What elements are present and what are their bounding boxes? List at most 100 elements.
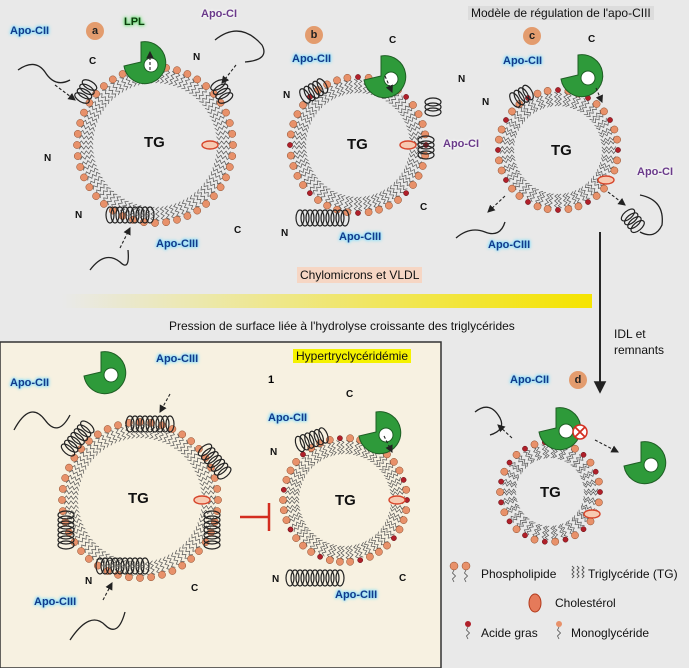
- particle-d: [496, 438, 603, 546]
- apo-ci-coil-c: [620, 208, 645, 234]
- lpl-label: LPL: [124, 16, 145, 28]
- step-1: 1: [268, 374, 275, 386]
- n-terminus-hyper-l: N: [85, 576, 93, 587]
- apo-ciii-coil-hl2: [60, 420, 95, 457]
- c-terminus-b3: C: [420, 202, 428, 213]
- lpl-release-arrow-d: [594, 439, 619, 453]
- step-d: d: [569, 371, 587, 389]
- lpl-enzyme-hyper: [83, 351, 127, 395]
- n-terminus-hyper-r1: N: [270, 447, 278, 458]
- apo-ciii-coil-hyper-r: [285, 569, 345, 587]
- legend-acide-gras: Acide gras: [481, 626, 538, 640]
- apo-ciii-arrow-c: [487, 195, 506, 213]
- n-terminus-a1: N: [193, 52, 201, 63]
- apo-ciii-arrow-hyper-bot: [102, 582, 113, 601]
- apo-cii-label-a: Apo-CII: [10, 25, 50, 37]
- idl-label-2: remnants: [614, 343, 665, 357]
- lpl-enzyme-hyper-r: [358, 411, 402, 455]
- c-terminus-c1: C: [588, 34, 596, 45]
- c-terminus-b1: C: [389, 35, 397, 46]
- n-terminus-hyper-r2: N: [272, 574, 280, 585]
- lpl-enzyme-d-released: [623, 441, 667, 485]
- legend-cholesterol: Cholestérol: [555, 596, 616, 610]
- apo-ci-arrow-c: [607, 191, 626, 206]
- tg-label-d: TG: [540, 484, 561, 501]
- tg-label-b: TG: [347, 136, 368, 153]
- c-terminus-a1: C: [89, 56, 97, 67]
- legend-triglyceride: Triglycéride (TG): [588, 567, 678, 581]
- lpl-enzyme-c: [560, 54, 604, 98]
- c-terminus-hyper-r2: C: [399, 573, 407, 584]
- n-terminus-a3: N: [75, 210, 83, 221]
- apo-ciii-label-a: Apo-CIII: [156, 238, 199, 250]
- apo-ciii-coil-hl3: [57, 510, 75, 550]
- legend-phospholipide: Phospholipide: [481, 567, 557, 581]
- pressure-gradient: [62, 294, 592, 308]
- apo-cii-coil-hyper-r: [294, 427, 329, 453]
- c-terminus-hyper-l: C: [191, 583, 199, 594]
- step-a: a: [86, 22, 104, 40]
- c-terminus-a3: C: [234, 225, 242, 236]
- apo-ciii-coil-hl5: [203, 510, 221, 550]
- legend-triglyceride-icon: [571, 565, 585, 579]
- particle-a: [73, 63, 237, 227]
- n-terminus-b3: N: [281, 228, 289, 239]
- apo-ciii-coil-hl1: [125, 415, 175, 433]
- apo-ciii-arrow-hyper-top: [159, 393, 171, 413]
- apo-ciii-coil-hl4: [197, 443, 232, 480]
- legend-monoglyceride-icon: [556, 621, 562, 640]
- apo-ciii-coil-hl6: [95, 557, 150, 575]
- apo-cii-label-d: Apo-CII: [510, 374, 550, 386]
- apo-cii-chain-hyper: [13, 411, 71, 431]
- lpl-arrow-c: [595, 87, 603, 104]
- hyper-label: Hypertryclycéridémie: [293, 349, 412, 363]
- apo-cii-coil-a: [74, 79, 98, 104]
- tg-label-c: TG: [551, 142, 572, 159]
- apo-ciii-coil-a: [105, 206, 155, 224]
- c-terminus-hyper-r1: C: [346, 389, 354, 400]
- apo-ciii-arrow-a: [119, 227, 131, 249]
- pressure-label: Pression de surface liée à l'hydrolyse c…: [169, 319, 515, 333]
- apo-cii-label-hyper-left: Apo-CII: [10, 377, 50, 389]
- hyper-panel: [0, 341, 442, 668]
- chylo-label: Chylomicrons et VLDL: [297, 267, 423, 283]
- apo-cii-label-hyper-right: Apo-CII: [268, 412, 308, 424]
- apo-ciii-chain-c: [455, 221, 506, 239]
- n-terminus-b1: N: [283, 90, 291, 101]
- apo-ciii-chain-a: [89, 249, 129, 271]
- inhibition-cross-mark: [574, 426, 586, 438]
- lpl-arrow-b: [384, 75, 393, 94]
- apo-ci-label-c: Apo-CI: [637, 166, 674, 178]
- lpl-enzyme-d: [538, 407, 582, 451]
- step-b: b: [305, 26, 323, 44]
- legend-phospholipide-icon: [449, 561, 471, 583]
- apo-cii-label-b: Apo-CII: [292, 53, 332, 65]
- legend-monoglyceride: Monoglycéride: [571, 626, 650, 640]
- apo-cii-arrow-a: [54, 84, 76, 101]
- apo-cii-coil-b: [299, 78, 329, 104]
- apo-ciii-label-b: Apo-CIII: [339, 231, 382, 243]
- n-terminus-c1: N: [482, 97, 490, 108]
- apo-ci-chain-a: [214, 30, 265, 63]
- apo-cii-chain-a: [17, 63, 71, 84]
- n-terminus-a2: N: [44, 153, 52, 164]
- apo-ci-coil-b2: [424, 97, 442, 117]
- apo-cii-coil-c: [509, 84, 534, 108]
- step-c: c: [523, 27, 541, 45]
- page-title: Modèle de régulation de l'apo-CIII: [468, 6, 654, 20]
- apo-cii-release-arrow-d: [497, 424, 513, 439]
- apo-ciii-label-hyper-top: Apo-CIII: [156, 353, 199, 365]
- apo-ciii-coil-b: [295, 209, 350, 227]
- apo-ci-coil-b: [417, 135, 435, 160]
- tg-label-a: TG: [144, 134, 165, 151]
- apo-ci-label-a: Apo-CI: [201, 8, 238, 20]
- apo-ci-label-b: Apo-CI: [443, 138, 480, 150]
- tg-label-hyper-left: TG: [128, 490, 149, 507]
- legend-acide-gras-icon: [465, 621, 471, 640]
- idl-label-1: IDL et: [614, 327, 646, 341]
- particle-b: [286, 73, 430, 217]
- n-terminus-b2: N: [458, 74, 466, 85]
- apo-cii-chain-d: [474, 406, 503, 436]
- apo-ciii-label-hyper-left: Apo-CIII: [34, 596, 77, 608]
